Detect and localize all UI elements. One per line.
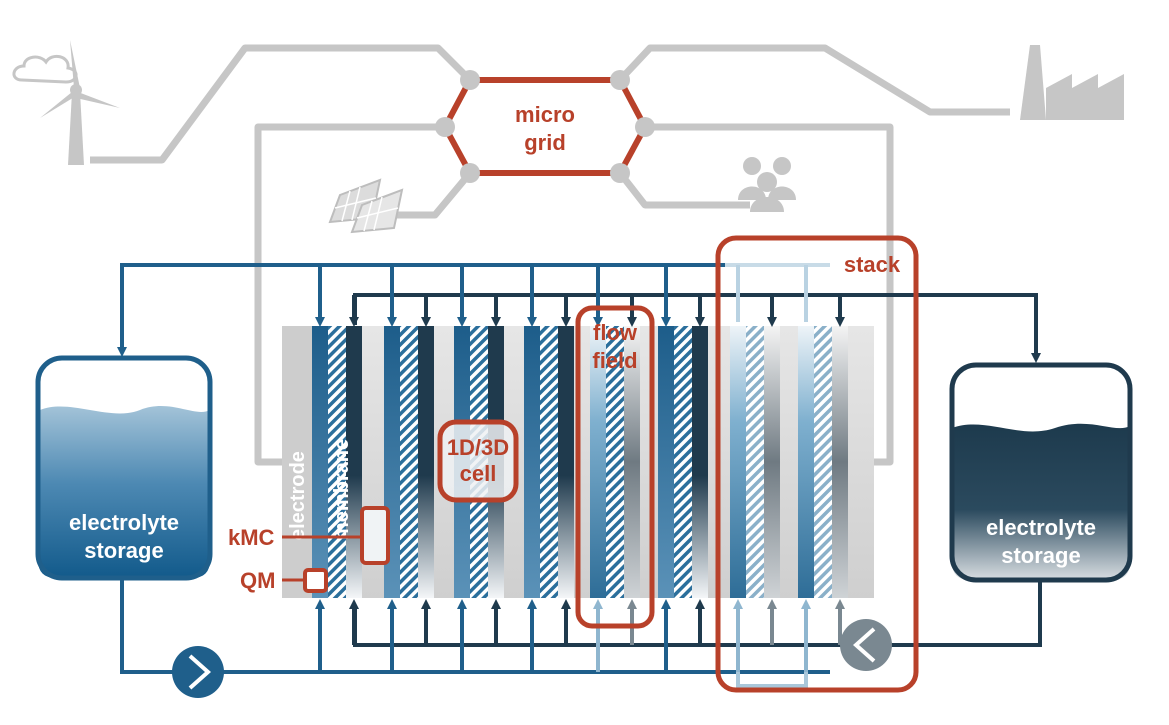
cell-label-line2: cell (460, 461, 497, 486)
feed-arrows-top (315, 265, 845, 327)
storage-left-label-line2: storage (84, 538, 163, 563)
flow-field-label-line2: field (592, 348, 637, 373)
micro-grid-label-line2: grid (524, 130, 566, 155)
qm-indicator: QM (240, 568, 328, 593)
faded-return-lines (736, 672, 808, 688)
storage-right-label-line1: electrolyte (986, 515, 1096, 540)
storage-left-label-line1: electrolyte (69, 510, 179, 535)
membrane-label: membrane (331, 439, 353, 540)
people-icon (738, 157, 796, 212)
kmc-label: kMC (228, 525, 275, 550)
factory-icon (1020, 45, 1124, 120)
pump-icon (172, 646, 224, 698)
solar-panel-icon (328, 178, 404, 234)
flow-field-box: flow field (575, 305, 655, 629)
feed-arrows-bottom (315, 599, 845, 672)
storage-right-label-line2: storage (1001, 543, 1080, 568)
cell-label-line1: 1D/3D (447, 435, 509, 460)
cell-model-box: 1D/3D cell (437, 419, 519, 503)
kmc-indicator: kMC (228, 506, 390, 565)
electrode-label: electrode (287, 451, 309, 540)
qm-label: QM (240, 568, 275, 593)
storage-tank-right: electrolyte storage (949, 362, 1133, 583)
stack-box: stack (715, 235, 919, 693)
storage-tank-left: electrolyte storage (35, 355, 213, 581)
stack-label: stack (844, 252, 901, 277)
flow-field-label-line1: flow (593, 320, 638, 345)
micro-grid-label-line1: micro (515, 102, 575, 127)
micro-grid: micro grid (435, 70, 655, 183)
wind-turbine-icon (40, 40, 120, 165)
power-grid-lines (90, 44, 1010, 466)
cloud-icon (12, 54, 78, 84)
pump-icon (840, 619, 892, 671)
